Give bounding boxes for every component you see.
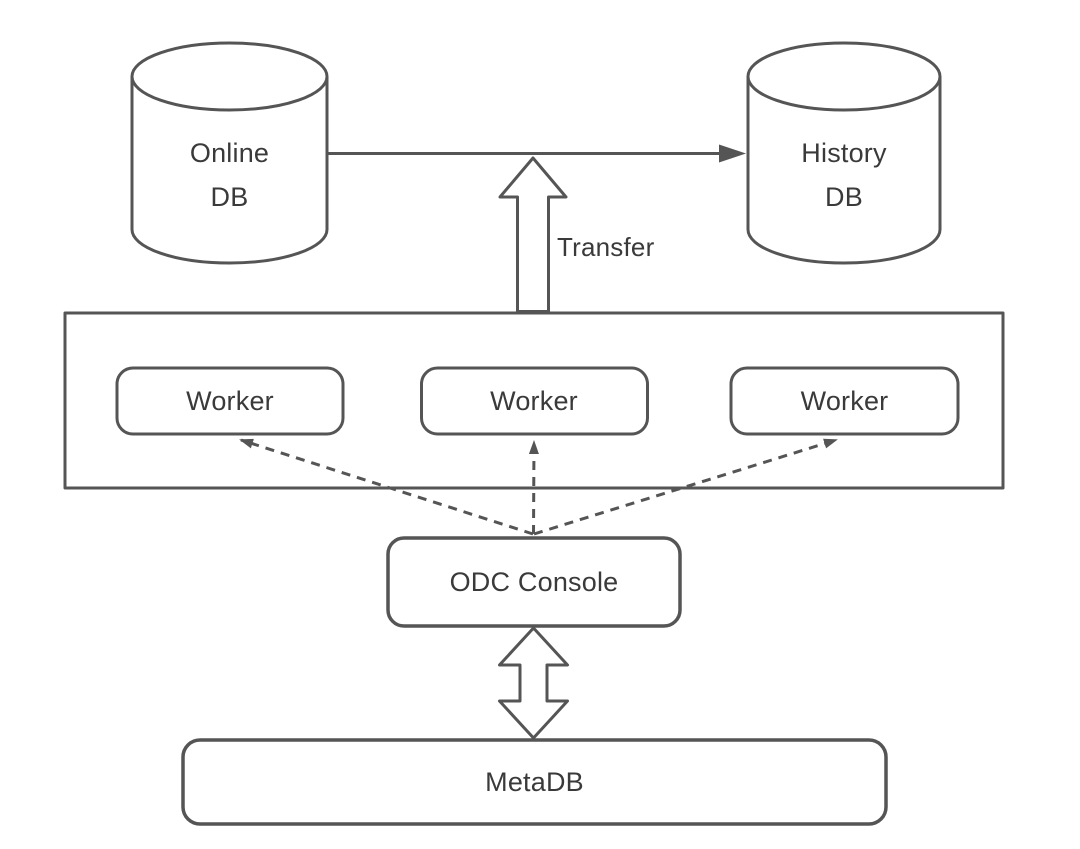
online-db-label: Online DB	[132, 131, 327, 219]
odc-console-label: ODC Console	[449, 566, 619, 597]
history-db-cylinder-top	[746, 41, 942, 112]
online-db-label-line1: Online	[189, 137, 270, 168]
transfer-block-arrow-icon	[498, 156, 568, 313]
console-to-worker-1-dashed-arrow	[239, 438, 534, 536]
history-db-cylinder	[746, 76, 942, 265]
metadb-label: MetaDB	[485, 766, 584, 797]
online-db-cylinder	[130, 76, 329, 265]
worker-2-box	[420, 366, 649, 436]
online-db-label-line2: DB	[210, 181, 249, 212]
worker-3-label: Worker	[800, 385, 889, 416]
console-metadb-double-arrow-icon	[498, 626, 569, 740]
online-to-history-arrowhead-icon	[719, 144, 746, 163]
odc-console-box	[386, 536, 682, 628]
history-db-label-line1: History	[801, 137, 887, 168]
history-db-label: History DB	[748, 131, 940, 219]
transfer-edge-label: Transfer	[557, 231, 655, 262]
worker-1-label: Worker	[186, 385, 274, 416]
metadb-box	[181, 738, 888, 826]
console-to-worker-3-dashed-arrow	[533, 438, 838, 536]
online-db-cylinder-top	[130, 41, 329, 112]
history-db-label-line2: DB	[825, 181, 863, 212]
worker-2-label: Worker	[490, 385, 578, 416]
worker-1-box	[115, 366, 345, 436]
worker-3-box	[729, 366, 960, 436]
